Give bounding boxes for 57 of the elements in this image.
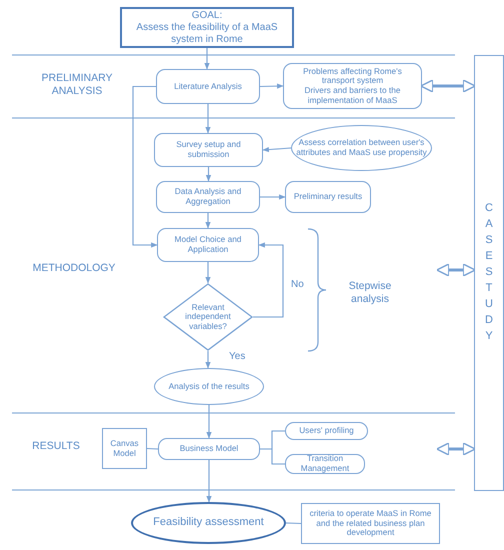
arrow: [205, 213, 211, 229]
process-box: [158, 438, 260, 460]
node-text: Assess correlation between user's attributes and MaaS use propensity: [295, 138, 428, 158]
process-box: [283, 63, 422, 109]
arrow: [253, 242, 284, 318]
arrow: [204, 48, 210, 70]
node-text: Analysis of the results: [168, 382, 250, 392]
goal-box: [120, 7, 294, 48]
node-text: CASE STUDY: [484, 201, 494, 344]
arrow: [206, 405, 212, 439]
edge-label: No: [290, 279, 305, 290]
goal-heading: GOAL:: [190, 10, 224, 22]
arrow: [260, 194, 286, 200]
arrow: [205, 104, 211, 134]
bracket-label: Stepwise analysis: [348, 280, 392, 306]
double-arrow: [420, 79, 476, 93]
arrow: [205, 262, 211, 284]
process-box: [285, 422, 368, 440]
text-box: [102, 428, 147, 469]
node-text: Data Analysis and Aggregation: [174, 187, 242, 207]
arrow: [132, 86, 158, 248]
node-text: Literature Analysis: [173, 82, 243, 92]
node-text: Feasibility assessment: [152, 516, 265, 530]
case-study-panel: [474, 55, 504, 491]
arrow: [260, 84, 284, 89]
node-text: criteria to operate MaaS in Rome and the related business plan development: [308, 509, 432, 538]
arrow: [205, 351, 211, 369]
node-text: Business Model: [178, 444, 240, 454]
node-text: Transition Management: [300, 454, 350, 474]
double-arrow: [436, 263, 476, 277]
node-text: Preliminary results: [292, 192, 364, 202]
process-box: [285, 454, 365, 474]
double-arrow: [436, 442, 476, 456]
process-box: [154, 133, 263, 167]
node-text: Assess the feasibility of a MaaS system in Rome: [135, 22, 279, 46]
node-text: Relevant independent variables?: [184, 302, 232, 332]
node-text: Users' profiling: [298, 426, 355, 436]
node-text: Model Choice and Application: [174, 235, 242, 255]
edge-label: Yes: [228, 351, 246, 362]
section-label: METHODOLOGY: [32, 262, 116, 276]
section-label: PRELIMINARY ANALYSIS: [40, 72, 114, 98]
node-text: Problems affecting Rome's transport system: [302, 66, 403, 86]
process-box: [156, 181, 260, 213]
node-text: Survey setup and submission: [175, 140, 242, 160]
process-box: [285, 181, 371, 213]
process-box: [156, 69, 260, 104]
connector-line: [286, 522, 302, 524]
connector-line: [146, 448, 158, 450]
text-box: [301, 503, 440, 544]
node-text: Canvas Model: [109, 438, 140, 458]
node-text: Drivers and barriers to the implementation of MaaS: [304, 86, 402, 106]
process-box: [157, 228, 259, 262]
connector-line: [260, 448, 285, 465]
arrow: [206, 167, 212, 182]
arrow: [206, 460, 212, 503]
section-label: RESULTS: [31, 440, 81, 454]
arrow: [262, 146, 292, 152]
